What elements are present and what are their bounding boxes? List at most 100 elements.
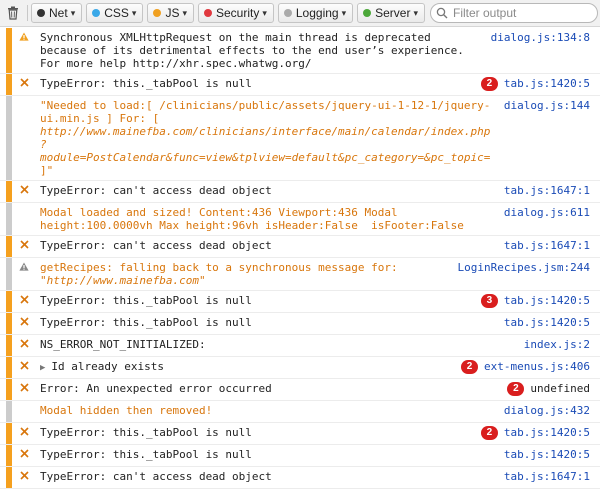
- console-message-row[interactable]: getRecipes: falling back to a synchronou…: [0, 258, 600, 291]
- source-location-link[interactable]: dialog.js:432: [503, 404, 590, 417]
- source-location-link[interactable]: tab.js:1420:5: [503, 294, 590, 307]
- server-color-dot: [363, 9, 372, 17]
- severity-icon-cell: [12, 445, 36, 466]
- message-meta: dialog.js:144: [504, 99, 590, 177]
- error-x-icon: [19, 449, 29, 458]
- console-message-row[interactable]: Modal loaded and sized! Content:436 View…: [0, 203, 600, 236]
- console-message-row[interactable]: NS_ERROR_NOT_INITIALIZED:index.js:2: [0, 335, 600, 357]
- source-location-link[interactable]: tab.js:1647:1: [503, 184, 590, 197]
- severity-stripe: [6, 96, 12, 180]
- message-content: TypeError: this._tabPool is null: [40, 448, 252, 461]
- message-content: TypeError: can't access dead object: [40, 239, 272, 252]
- chevron-down-icon: ▾: [413, 7, 418, 18]
- severity-stripe: [6, 28, 12, 73]
- severity-icon-cell: [12, 74, 36, 95]
- message-text: TypeError: this._tabPool is null: [40, 316, 504, 331]
- error-x-icon: [19, 295, 29, 304]
- message-content: Synchronous XMLHttpRequest on the main t…: [40, 31, 471, 70]
- console-message-row[interactable]: TypeError: can't access dead object tab.j…: [0, 236, 600, 258]
- filter-label: JS: [165, 6, 180, 20]
- message-text: TypeError: can't access dead object: [40, 470, 504, 485]
- severity-icon-cell: [12, 335, 36, 356]
- message-meta: dialog.js:432: [504, 404, 590, 419]
- severity-stripe: [6, 357, 12, 378]
- console-message-row[interactable]: "Needed to load:[ /clinicians/public/ass…: [0, 96, 600, 181]
- expand-triangle-icon[interactable]: ▶: [40, 363, 46, 373]
- filter-output-search: [430, 3, 598, 23]
- severity-stripe: [6, 236, 12, 257]
- message-content: TypeError: this._tabPool is null: [40, 77, 252, 90]
- js-color-dot: [153, 9, 162, 17]
- severity-stripe: [6, 401, 12, 422]
- filter-output-input[interactable]: [430, 3, 598, 23]
- source-location-link[interactable]: tab.js:1420:5: [503, 426, 590, 439]
- message-content: Modal hidden then removed!: [40, 404, 213, 417]
- message-url-link[interactable]: "http://www.mainefba.com": [40, 274, 206, 287]
- source-location-link: undefined: [530, 382, 590, 395]
- source-location-link[interactable]: tab.js:1647:1: [503, 470, 590, 483]
- message-meta: 3 tab.js:1420:5: [480, 294, 590, 309]
- chevron-down-icon: ▾: [262, 7, 267, 18]
- message-text: TypeError: this._tabPool is null: [40, 426, 481, 441]
- source-location-link[interactable]: tab.js:1420:5: [503, 448, 590, 461]
- filter-logging-button[interactable]: Logging ▾: [277, 3, 354, 23]
- security-color-dot: [203, 9, 212, 17]
- severity-icon-cell: [12, 357, 36, 378]
- message-body: Modal loaded and sized! Content:436 View…: [36, 203, 600, 235]
- severity-stripe: [6, 203, 12, 235]
- source-location-link[interactable]: dialog.js:144: [503, 99, 590, 112]
- filter-security-button[interactable]: Security ▾: [197, 3, 274, 23]
- severity-icon-cell: [12, 401, 36, 422]
- console-message-row[interactable]: Synchronous XMLHttpRequest on the main t…: [0, 28, 600, 74]
- source-location-link[interactable]: index.js:2: [523, 338, 590, 351]
- source-location-link[interactable]: LoginRecipes.jsm:244: [457, 261, 590, 274]
- repeat-count-badge: 3: [480, 294, 498, 308]
- message-content: "Needed to load:[ /clinicians/public/ass…: [40, 99, 491, 125]
- chevron-down-icon: ▾: [131, 7, 137, 18]
- console-message-row[interactable]: Modal hidden then removed! dialog.js:432: [0, 401, 600, 423]
- source-location-link[interactable]: dialog.js:134:8: [490, 31, 590, 44]
- message-text: TypeError: can't access dead object: [40, 184, 504, 199]
- error-x-icon: [19, 427, 29, 436]
- css-color-dot: [92, 9, 101, 17]
- source-location-link[interactable]: tab.js:1420:5: [503, 77, 590, 90]
- console-message-row[interactable]: TypeError: this._tabPool is null 3 tab.js:…: [0, 291, 600, 313]
- severity-icon-cell: [12, 28, 36, 73]
- message-text: TypeError: this._tabPool is null: [40, 294, 481, 309]
- message-text: TypeError: this._tabPool is null: [40, 77, 481, 92]
- console-message-row[interactable]: TypeError: can't access dead object tab.j…: [0, 467, 600, 489]
- source-location-link[interactable]: ext-menus.js:406: [484, 360, 590, 373]
- message-meta: LoginRecipes.jsm:244: [458, 261, 590, 287]
- message-body: TypeError: this._tabPool is null tab.js:1…: [36, 445, 600, 466]
- filter-net-button[interactable]: Net ▾: [31, 3, 83, 23]
- message-url-link[interactable]: http://www.mainefba.com/clinicians/inter…: [40, 125, 491, 164]
- message-content: TypeError: can't access dead object: [40, 470, 272, 483]
- error-x-icon: [19, 361, 29, 370]
- source-location-link[interactable]: tab.js:1647:1: [503, 239, 590, 252]
- message-meta: tab.js:1420:5: [504, 316, 590, 331]
- net-color-dot: [37, 9, 45, 17]
- filter-server-button[interactable]: Server ▾: [357, 3, 425, 23]
- filter-css-button[interactable]: CSS ▾: [86, 3, 144, 23]
- severity-icon-cell: [12, 423, 36, 444]
- source-location-link[interactable]: dialog.js:611: [503, 206, 590, 219]
- message-meta: tab.js:1647:1: [504, 184, 590, 199]
- console-message-row[interactable]: TypeError: this._tabPool is null tab.js:1…: [0, 445, 600, 467]
- filter-js-button[interactable]: JS ▾: [147, 3, 194, 23]
- message-content: TypeError: this._tabPool is null: [40, 294, 252, 307]
- source-location-link[interactable]: tab.js:1420:5: [503, 316, 590, 329]
- severity-stripe: [6, 181, 12, 202]
- severity-icon-cell: [12, 467, 36, 488]
- clear-console-button[interactable]: [2, 3, 24, 23]
- message-content: Id already exists: [51, 360, 165, 373]
